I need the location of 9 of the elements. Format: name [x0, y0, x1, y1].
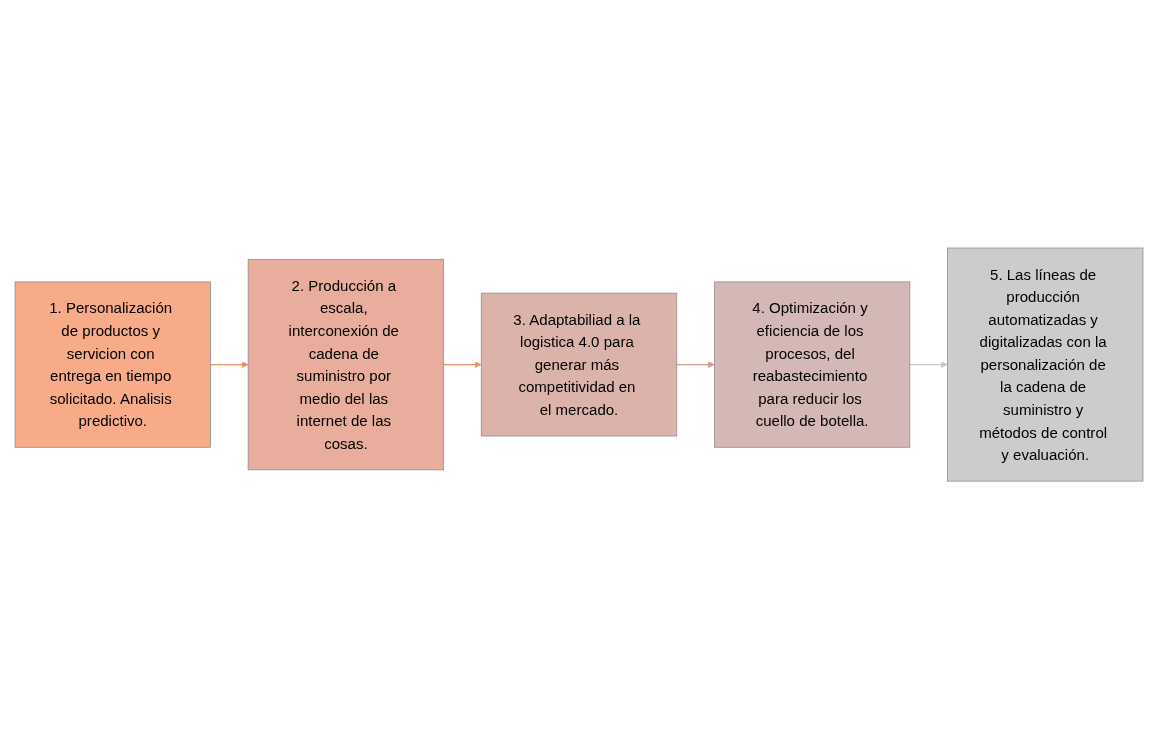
node-box: 1. Personalización de productos y servicion con entrega en tiempo solicitado. Analisis predictivo. [14, 281, 211, 449]
node-box: 2. Producción a escala, interconexión de cadena de suministro por medio del las internet de las cosas. [247, 259, 445, 471]
arrow [209, 361, 249, 369]
node-box: 3. Adaptabiliad a la logistica 4.0 para generar más competitividad en el mercado. [480, 293, 678, 437]
arrow [909, 361, 948, 369]
arrow [443, 361, 482, 369]
arrow [676, 361, 715, 369]
node-box: 4. Optimización y eficiencia de los procesos, del reabastecimiento para reducir los cuello de botella. [713, 281, 911, 449]
node-box: 5. Las líneas de producción automatizadas y digitalizadas con la personalización de la cadena de suministro y métodos de control y evaluación. [947, 248, 1144, 482]
